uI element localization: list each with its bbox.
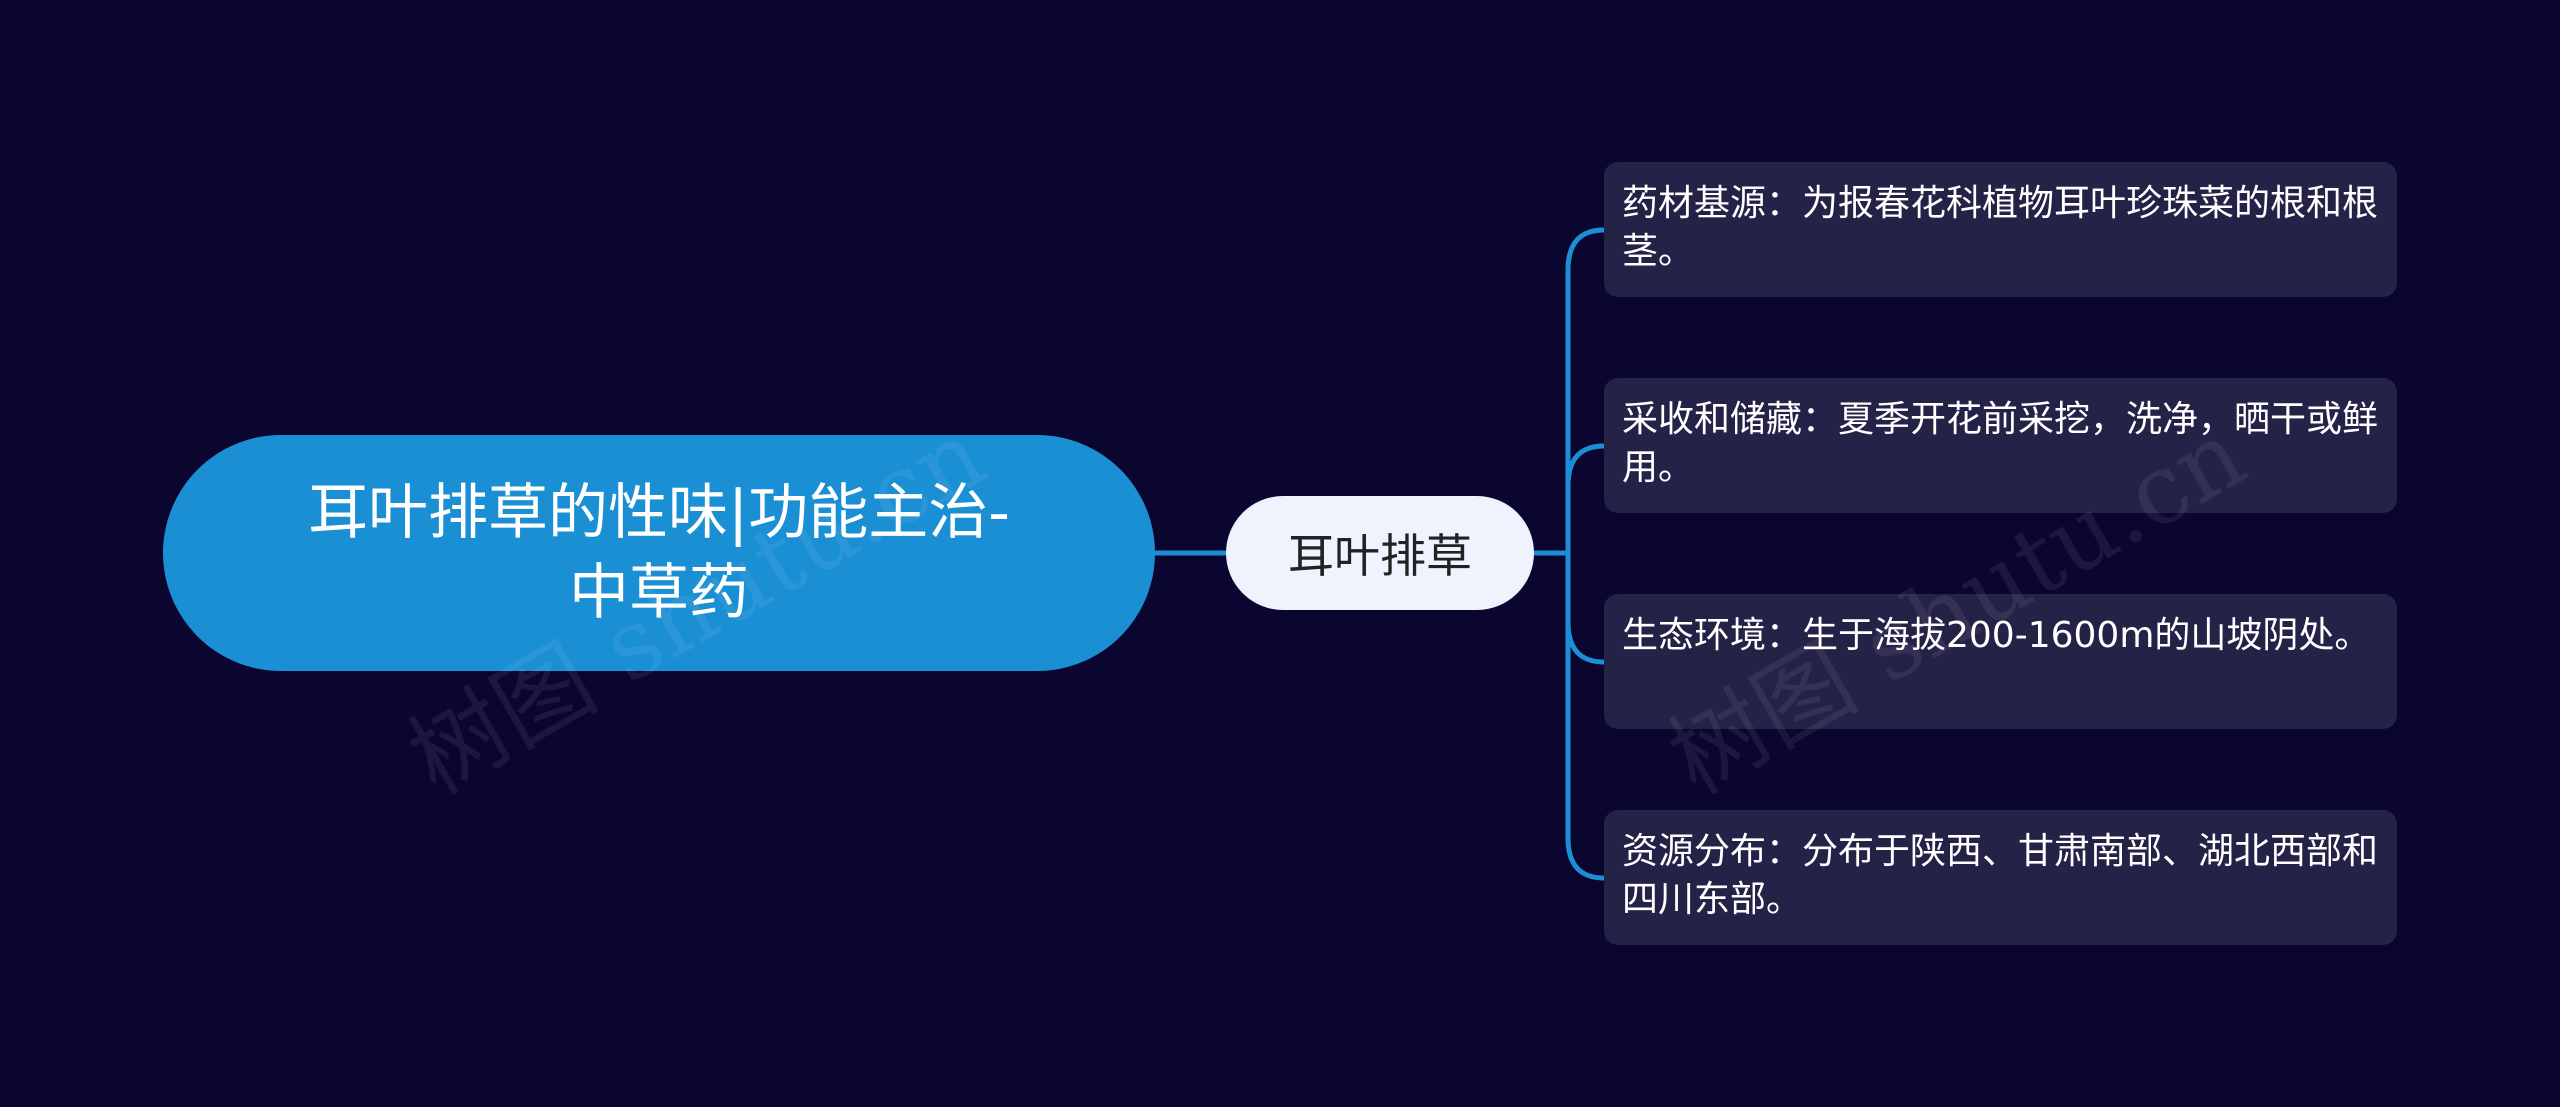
root-node[interactable]: 耳叶排草的性味|功能主治-中草药 [163,435,1155,671]
branch-node-text: 采收和储藏：夏季开花前采挖，洗净，晒干或鲜用。 [1622,399,2379,488]
branch-node-text: 生态环境：生于海拔200-1600m的山坡阴处。 [1622,615,2371,656]
branch-node-distribution[interactable]: 资源分布：分布于陕西、甘肃南部、湖北西部和四川东部。 [1604,810,2397,945]
center-topic-label: 耳叶排草 [1288,529,1472,583]
branch-connector-2 [1565,443,1605,553]
root-title: 耳叶排草的性味|功能主治-中草药 [308,478,1010,628]
branch-node-source[interactable]: 药材基源：为报春花科植物耳叶珍珠菜的根和根茎。 [1604,162,2397,297]
branch-node-harvest[interactable]: 采收和储藏：夏季开花前采挖，洗净，晒干或鲜用。 [1604,378,2397,513]
branch-node-text: 药材基源：为报春花科植物耳叶珍珠菜的根和根茎。 [1622,183,2379,272]
branch-node-habitat[interactable]: 生态环境：生于海拔200-1600m的山坡阴处。 [1604,594,2397,729]
branch-node-text: 资源分布：分布于陕西、甘肃南部、湖北西部和四川东部。 [1622,831,2379,920]
branch-connector-3 [1565,553,1605,665]
branch-connector-4 [1565,553,1605,881]
center-topic-node[interactable]: 耳叶排草 [1226,496,1534,610]
branch-connector-1 [1565,227,1605,553]
